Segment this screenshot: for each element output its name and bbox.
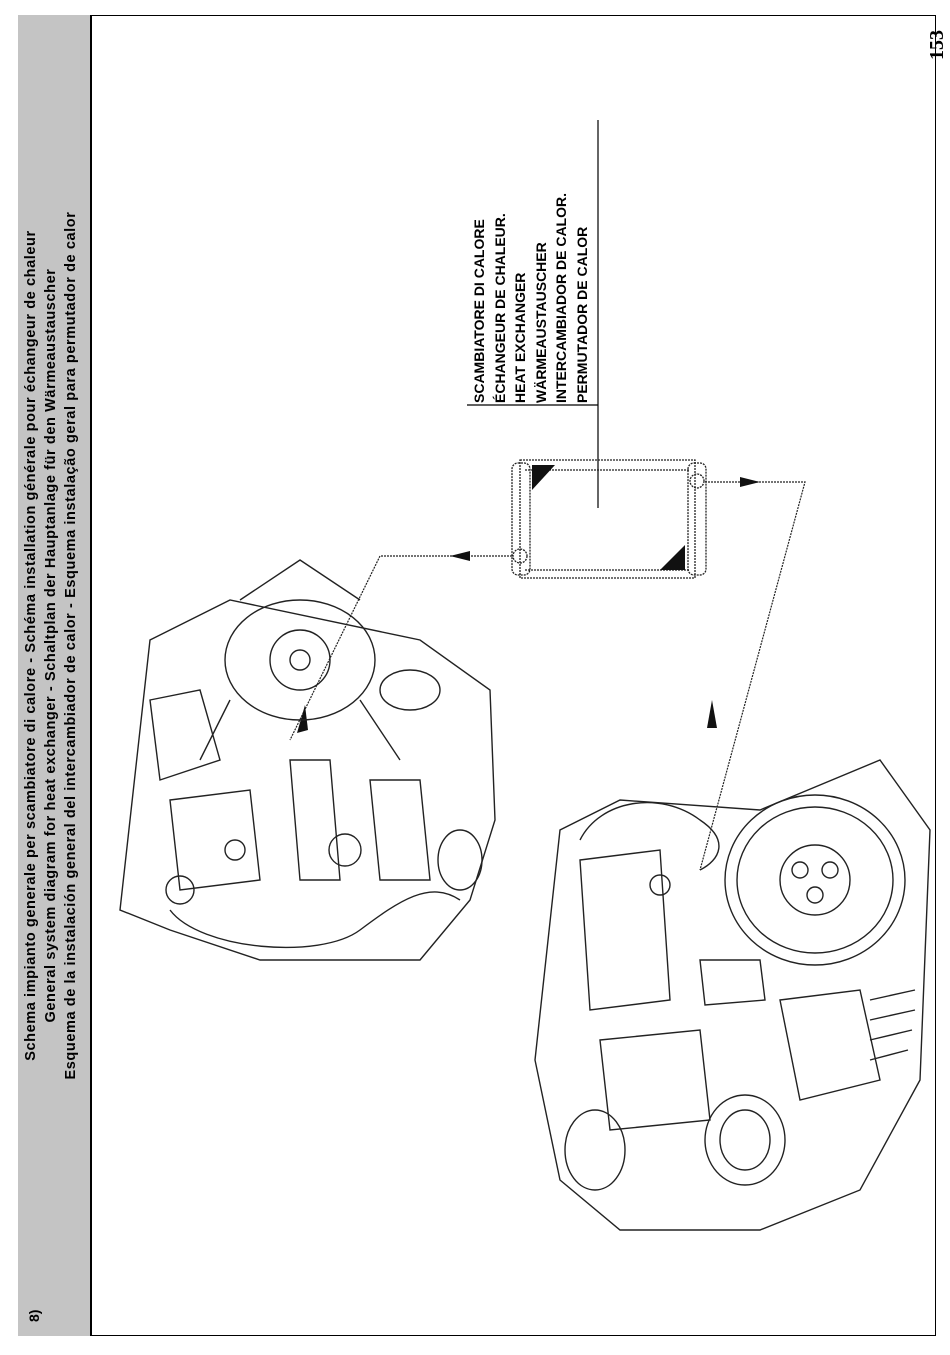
label-line-it: SCAMBIATORE DI CALORE (471, 219, 487, 403)
arrow-heads (297, 477, 760, 733)
heat-exchanger-label: SCAMBIATORE DI CALORE ÉCHANGEUR DE CHALE… (469, 153, 599, 403)
engine-lower-drawing (534, 759, 931, 1231)
label-leader-line (467, 120, 599, 508)
label-line-pt: PERMUTADOR DE CALOR (573, 226, 590, 403)
label-line-de: WÄRMEAUSTAUSCHER (532, 242, 549, 403)
heat-exchanger-drawing (511, 459, 707, 579)
label-line-es: INTERCAMBIADOR DE CALOR. (553, 193, 569, 403)
label-line-en: HEAT EXCHANGER (512, 272, 528, 403)
label-line-fr: ÉCHANGEUR DE CHALEUR. (491, 213, 508, 403)
coolant-flow-arrows (289, 481, 806, 871)
engine-upper-drawing (119, 559, 496, 961)
